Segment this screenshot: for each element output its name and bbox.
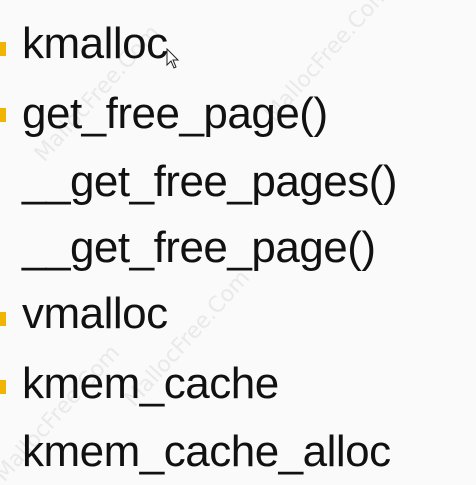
slide-text-line: get_free_page(): [22, 89, 328, 138]
slide-text-line: vmalloc: [22, 289, 168, 338]
bullet-marker: [0, 42, 6, 56]
slide-text-line: kmalloc: [22, 19, 168, 68]
mouse-pointer-icon: [166, 48, 180, 69]
slide-text-line: __get_free_page(): [22, 223, 376, 272]
slide-text-line: kmem_cache: [22, 359, 279, 408]
slide-text-line: kmem_cache_alloc: [22, 427, 391, 476]
bullet-marker: [0, 312, 6, 326]
bullet-marker: [0, 108, 6, 122]
bullet-marker: [0, 380, 6, 394]
slide-text-line: __get_free_pages(): [22, 157, 398, 206]
